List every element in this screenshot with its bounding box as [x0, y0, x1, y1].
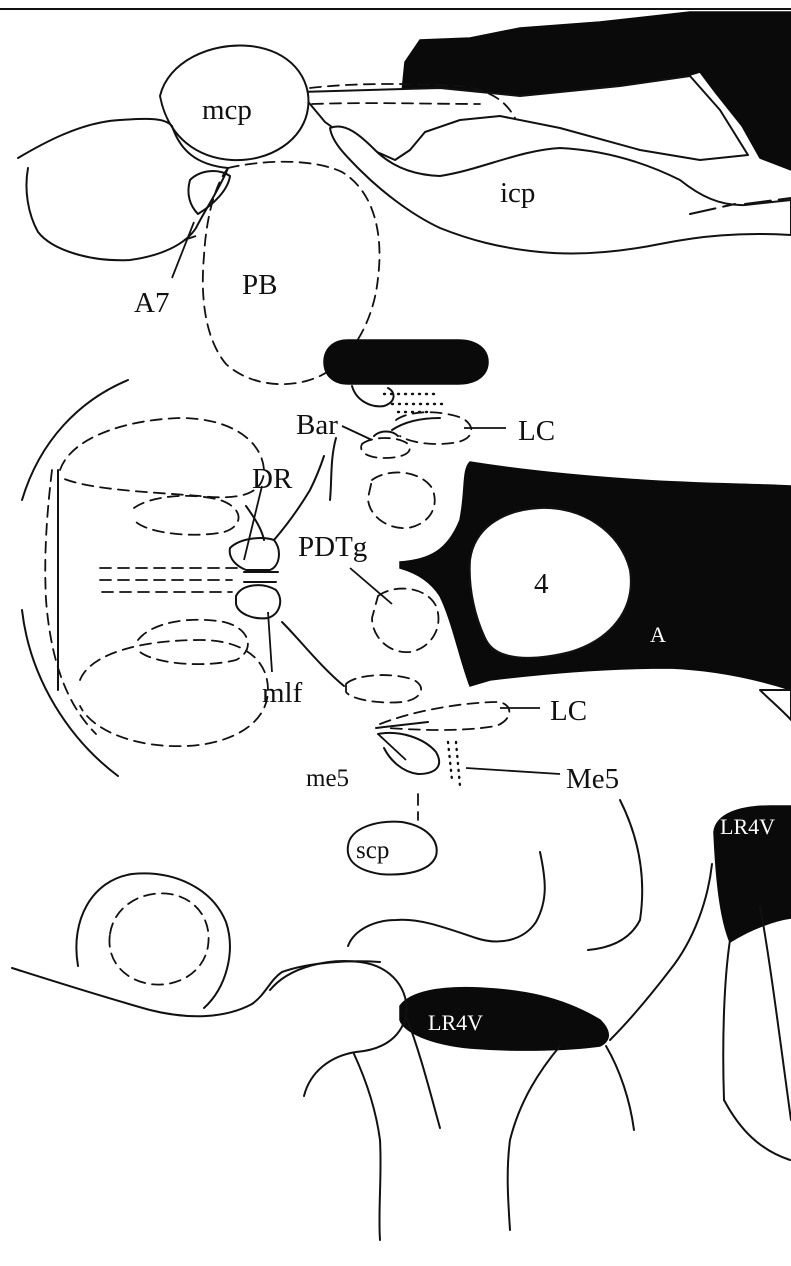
- dr-leader: [244, 486, 262, 560]
- midline-fibers: [100, 568, 240, 592]
- left-dashed-lobe-lower: [138, 620, 248, 664]
- lateral-recess-a-label: A: [650, 622, 666, 647]
- lr4v-bottom-label: LR4V: [428, 1010, 483, 1035]
- right-mid-lobe: [588, 800, 642, 950]
- midline-solid: [244, 572, 278, 582]
- mid-small-oval: [346, 675, 421, 702]
- me5-nucleus-leader: [466, 768, 560, 774]
- left-dashed-lobe-bottom: [80, 640, 268, 746]
- me5-outline: [378, 733, 439, 774]
- left-dashed-lobe-upper: [60, 418, 264, 497]
- left-dashed-outer: [45, 470, 96, 734]
- me5-dots: [448, 742, 460, 786]
- ventricle-4-label: 4: [534, 568, 549, 600]
- bottom-left-contour: [12, 961, 380, 1016]
- pdtg-label: PDTg: [298, 531, 367, 563]
- lr4v-right-label: LR4V: [720, 814, 775, 839]
- dr-label: DR: [252, 463, 293, 495]
- bottom-lobe-4: [508, 1046, 560, 1230]
- me5-tract-label: me5: [306, 765, 349, 792]
- bar-leader: [342, 426, 372, 440]
- lc-lower-label: LC: [550, 695, 587, 727]
- lower-section: LC me5 Me5 scp LR4V LR4V: [12, 695, 791, 1240]
- lc-upper-label: LC: [518, 415, 555, 447]
- mcp-label: mcp: [202, 94, 252, 126]
- left-outer-arc-2: [22, 610, 118, 776]
- pdtg-lower-region: [372, 589, 438, 653]
- bar-small: [374, 432, 398, 437]
- a7-label: A7: [134, 287, 169, 319]
- icp-label: icp: [500, 177, 535, 209]
- pdtg-leader: [350, 568, 392, 604]
- mlf-label: mlf: [262, 677, 303, 709]
- bottom-circle-inner: [109, 893, 208, 984]
- right-recess-white: [760, 690, 791, 720]
- lc-upper-outline: [396, 412, 471, 444]
- oval-sub-outline: [352, 386, 394, 406]
- pb-label: PB: [242, 269, 277, 301]
- mlf-leader: [268, 612, 272, 672]
- lc-upper-solid: [392, 418, 440, 430]
- bar-label: Bar: [296, 409, 338, 441]
- bar-outline: [361, 438, 410, 458]
- me5-leader: [378, 734, 406, 760]
- middle-section: Bar LC DR PDTg 4 A mlf: [22, 340, 791, 776]
- pdtg-upper-region: [368, 472, 435, 528]
- bottom-right-line: [724, 1100, 790, 1160]
- black-oval: [324, 340, 488, 384]
- top-section: mcp icp A7 PB: [18, 12, 791, 384]
- scp-label: scp: [356, 837, 389, 864]
- me5-nucleus-label: Me5: [566, 763, 619, 795]
- a7-leader: [172, 222, 194, 278]
- bottom-lobe-1: [270, 961, 407, 1096]
- mlf-outline: [236, 585, 280, 618]
- dr-nucleus: [230, 538, 279, 570]
- right-ridge: [760, 906, 791, 1120]
- mid-right-line: [330, 438, 336, 500]
- right-lower-lobe: [610, 864, 712, 1040]
- right-thin-line: [723, 940, 730, 1100]
- bottom-lobe-5: [606, 1046, 634, 1130]
- bottom-lobe-2: [354, 1054, 381, 1240]
- left-dashed-lobe-upper-2: [134, 496, 239, 535]
